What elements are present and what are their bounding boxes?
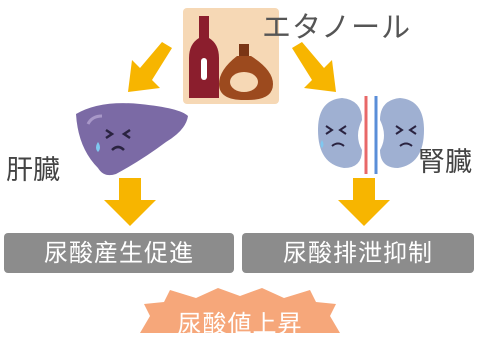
liver-label: 肝臓	[6, 155, 60, 186]
result-burst-shape	[140, 288, 340, 333]
liver-icon	[76, 103, 188, 176]
kidney-icon	[318, 96, 424, 174]
ethanol-label: エタノール	[262, 10, 412, 44]
kidney-effect-box: 尿酸排泄抑制	[242, 233, 474, 273]
arrow-to-kidney-icon	[292, 42, 336, 92]
arrow-to-liver-icon	[128, 42, 172, 92]
result-label: 尿酸値上昇	[177, 310, 303, 338]
liver-effect-box: 尿酸産生促進	[4, 233, 234, 273]
alcohol-bottles-icon	[183, 8, 279, 104]
arrow-down-liver-icon	[104, 178, 156, 226]
kidney-label: 腎臓	[418, 147, 472, 178]
arrow-down-kidney-icon	[338, 178, 390, 226]
